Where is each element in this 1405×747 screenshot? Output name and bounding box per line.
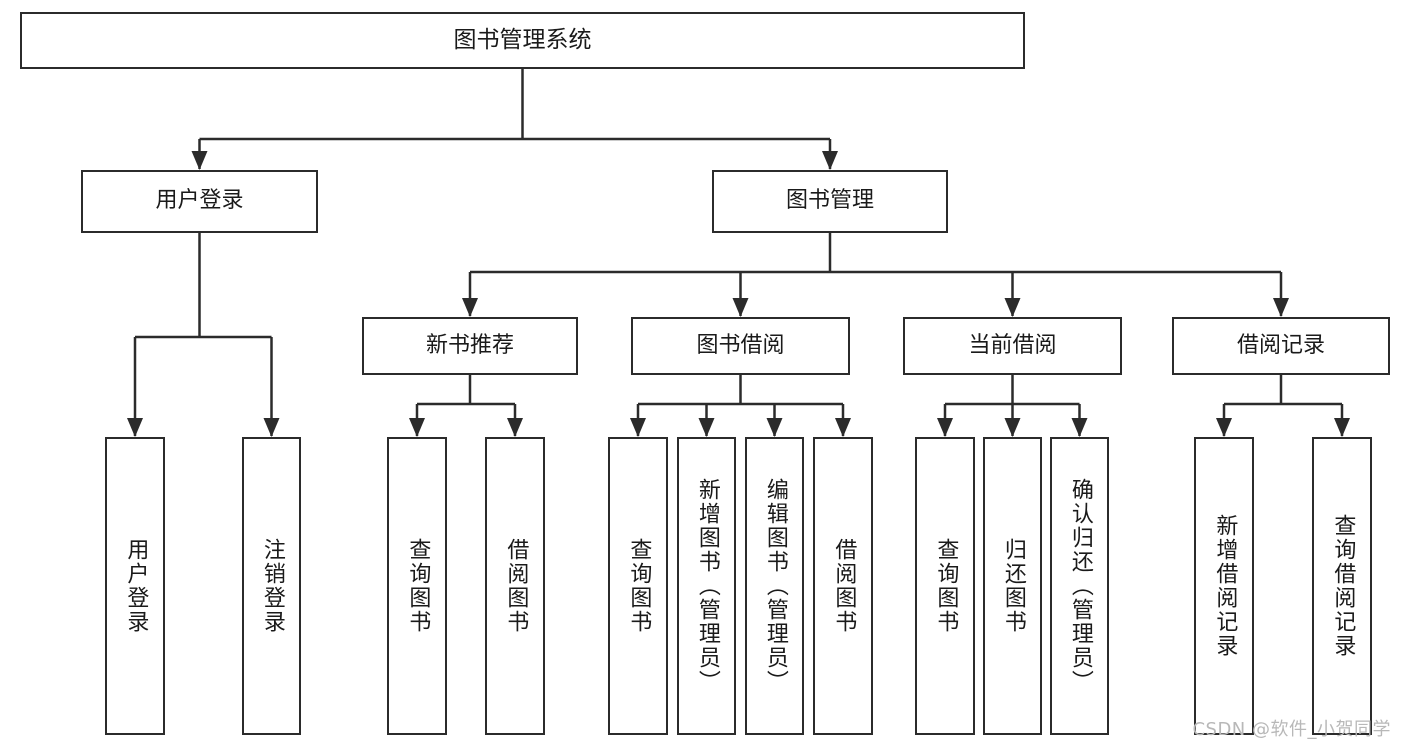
node-current-3[interactable]: 确认归还（管理员） xyxy=(1050,437,1109,735)
node-label-records: 借阅记录 xyxy=(1236,332,1325,358)
node-borrow-3[interactable]: 编辑图书（管理员） xyxy=(745,437,804,735)
node-label-newbook: 新书推荐 xyxy=(425,332,514,358)
node-login-1[interactable]: 用户登录 xyxy=(105,437,165,735)
node-bookmgmt[interactable]: 图书管理 xyxy=(712,170,948,233)
node-current[interactable]: 当前借阅 xyxy=(903,317,1122,375)
node-label-current: 当前借阅 xyxy=(968,332,1057,358)
node-newbook-1[interactable]: 查询图书 xyxy=(387,437,447,735)
node-login[interactable]: 用户登录 xyxy=(81,170,318,233)
node-label-current-3: 确认归还（管理员） xyxy=(1067,478,1093,694)
edge-current xyxy=(937,375,1088,437)
node-records[interactable]: 借阅记录 xyxy=(1172,317,1390,375)
node-login-2[interactable]: 注销登录 xyxy=(242,437,301,735)
edge-borrow xyxy=(630,375,851,437)
node-current-2[interactable]: 归还图书 xyxy=(983,437,1042,735)
node-label-current-1: 查询图书 xyxy=(933,538,959,634)
node-records-1[interactable]: 新增借阅记录 xyxy=(1194,437,1254,735)
node-borrow-1[interactable]: 查询图书 xyxy=(608,437,668,735)
node-label-borrow-1: 查询图书 xyxy=(626,538,652,634)
node-label-borrow-3: 编辑图书（管理员） xyxy=(762,478,788,694)
edge-bookmgmt xyxy=(462,233,1289,317)
node-label-login: 用户登录 xyxy=(155,188,244,214)
node-label-login-2: 注销登录 xyxy=(259,538,285,634)
node-borrow-4[interactable]: 借阅图书 xyxy=(813,437,873,735)
node-label-current-2: 归还图书 xyxy=(1000,538,1026,634)
node-records-2[interactable]: 查询借阅记录 xyxy=(1312,437,1372,735)
node-root[interactable]: 图书管理系统 xyxy=(20,12,1025,69)
edge-records xyxy=(1216,375,1350,437)
node-label-bookmgmt: 图书管理 xyxy=(785,188,874,214)
node-label-root: 图书管理系统 xyxy=(453,26,592,53)
node-label-newbook-2: 借阅图书 xyxy=(503,538,529,634)
node-label-login-1: 用户登录 xyxy=(123,538,149,634)
node-label-records-2: 查询借阅记录 xyxy=(1330,514,1356,658)
edge-login xyxy=(127,233,280,437)
node-label-borrow-2: 新增图书（管理员） xyxy=(694,478,720,694)
node-current-1[interactable]: 查询图书 xyxy=(915,437,975,735)
edge-root xyxy=(191,69,838,170)
node-newbook[interactable]: 新书推荐 xyxy=(362,317,578,375)
node-borrow[interactable]: 图书借阅 xyxy=(631,317,850,375)
node-label-borrow: 图书借阅 xyxy=(696,332,785,358)
edge-newbook xyxy=(409,375,523,437)
node-newbook-2[interactable]: 借阅图书 xyxy=(485,437,545,735)
node-label-newbook-1: 查询图书 xyxy=(405,538,431,634)
watermark: CSDN @软件_小贺同学 xyxy=(1192,719,1391,740)
node-borrow-2[interactable]: 新增图书（管理员） xyxy=(677,437,736,735)
node-label-borrow-4: 借阅图书 xyxy=(831,538,857,634)
node-label-records-1: 新增借阅记录 xyxy=(1212,514,1238,658)
